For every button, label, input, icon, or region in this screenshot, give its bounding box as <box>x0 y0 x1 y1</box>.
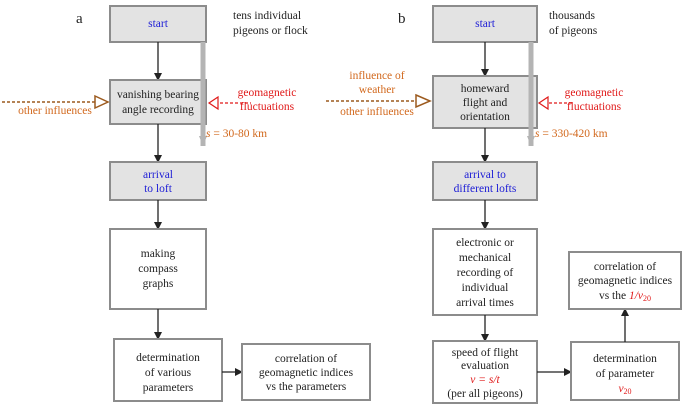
param-line1: determination <box>593 353 657 365</box>
param-line2: of parameter <box>596 368 655 380</box>
panel-b: b start thousands of pigeons homeward fl… <box>326 5 682 404</box>
recording-line2: angle recording <box>122 104 194 116</box>
geomagnetic-label-b-line1: geomagnetic <box>565 87 624 99</box>
recording-b-line1: electronic or <box>456 237 514 249</box>
corr-b-line3: vs the 1/v20 <box>599 290 651 303</box>
distance-label-a: s = 30-80 km <box>206 128 267 140</box>
start-note-b-line1: thousands <box>549 10 596 22</box>
compass-line1: making <box>141 248 176 260</box>
determination-box-a <box>113 338 223 402</box>
other-influences-label-b: other influences <box>340 106 414 118</box>
start-note-a-line1: tens individual <box>233 10 301 22</box>
arrival-a-line1: arrival <box>143 169 173 181</box>
determination-a-line3: parameters <box>143 382 194 394</box>
other-influences-label-a: other influences <box>18 105 92 117</box>
determination-a-line1: determination <box>136 352 200 364</box>
panel-a: a start tens individual pigeons or flock… <box>2 5 371 402</box>
start-note-a-line2: pigeons or flock <box>233 25 308 37</box>
arrival-b-line1: arrival to <box>464 169 506 181</box>
recording-box <box>109 79 207 125</box>
recording-line1: vanishing bearing <box>117 89 199 101</box>
corr-b-line1: correlation of <box>594 261 656 273</box>
start-label-a: start <box>148 18 169 30</box>
correlation-a-line2: geomagnetic indices <box>259 367 354 379</box>
recording-b-line2: mechanical <box>459 252 511 264</box>
corr-b-line2: geomagnetic indices <box>578 275 673 287</box>
geomagnetic-arrowhead-b <box>537 95 549 111</box>
compass-line2: compass <box>138 263 178 275</box>
geomagnetic-arrowhead-a <box>207 95 219 111</box>
geomagnetic-label-a-line2: fluctuations <box>240 101 295 113</box>
corr-box-b <box>568 251 682 310</box>
homeward-line1: homeward <box>461 83 510 95</box>
panel-label-a: a <box>76 11 83 27</box>
weather-label-line1: influence of <box>349 70 404 82</box>
correlation-box-a <box>241 343 371 401</box>
speed-formula: v = s/t <box>470 374 500 386</box>
arrival-box-a <box>109 161 207 201</box>
arrival-b-line2: different lofts <box>454 183 517 195</box>
speed-note: (per all pigeons) <box>447 388 523 400</box>
param-symbol: v20 <box>618 383 631 396</box>
other-influences-arrowhead-a <box>94 94 110 110</box>
speed-line1: speed of flight <box>452 347 519 359</box>
homeward-line2: flight and <box>463 97 508 109</box>
speed-box <box>432 340 538 404</box>
recording-b-line5: arrival times <box>456 297 514 309</box>
speed-line2: evaluation <box>461 360 509 372</box>
recording-b-line3: recording of <box>457 267 514 279</box>
arrival-a-line2: to loft <box>144 183 173 195</box>
weather-label-line2: weather <box>359 84 396 96</box>
geomagnetic-label-b-line2: fluctuations <box>567 101 622 113</box>
weather-arrowhead <box>415 93 432 109</box>
distance-label-b: s = 330-420 km <box>535 128 608 140</box>
geomagnetic-label-a-line1: geomagnetic <box>238 87 297 99</box>
compass-line3: graphs <box>143 278 174 290</box>
correlation-a-line3: vs the parameters <box>266 381 347 393</box>
determination-a-line2: of various <box>145 367 192 379</box>
start-note-b-line2: of pigeons <box>549 25 598 37</box>
homeward-line3: orientation <box>460 111 510 123</box>
param-box <box>570 341 680 401</box>
panel-label-b: b <box>398 11 406 27</box>
recording-b-line4: individual <box>462 282 509 294</box>
start-label-b: start <box>475 18 496 30</box>
correlation-a-line1: correlation of <box>275 353 337 365</box>
compass-box <box>109 228 207 310</box>
